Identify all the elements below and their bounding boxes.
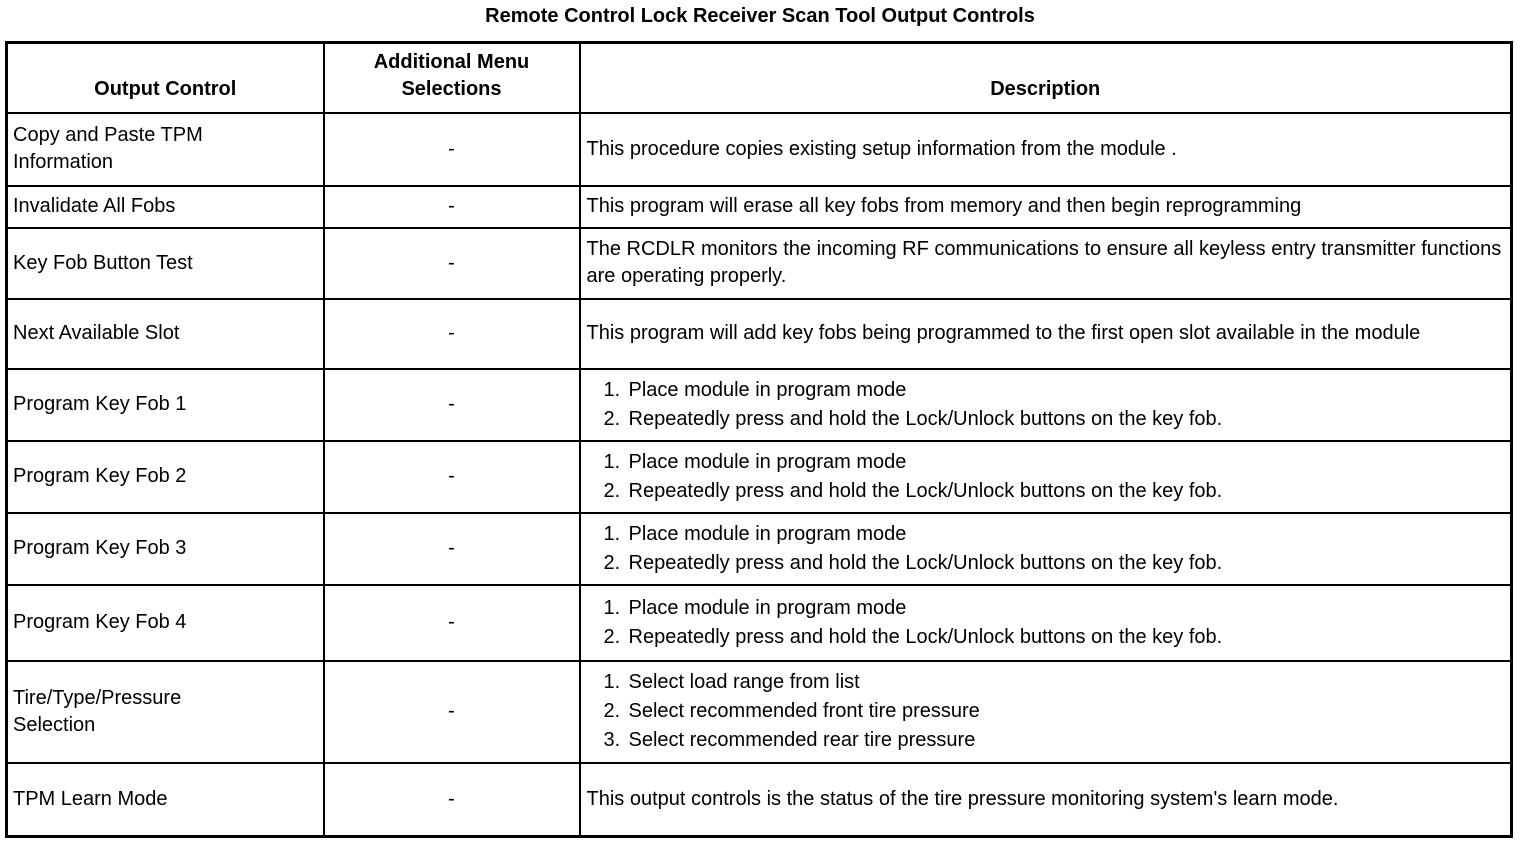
description-cell: This output controls is the status of th… [578,761,1513,838]
description-cell: This program will erase all key fobs fro… [578,184,1513,229]
column-header-description: Description [578,41,1513,114]
step-number: 1. [603,671,621,693]
additional-menu-cell: - [322,367,581,442]
step-item: 2. Repeatedly press and hold the Lock/Unl… [604,478,1503,505]
output-control-cell: Program Key Fob 2 [5,439,325,514]
description-steps: 1. Place module in program mode 2. Repeated… [587,377,1503,433]
table-row: Tire/Type/Pressure Selection-1. Select lo… [5,659,1513,764]
description-cell: 1. Place module in program mode 2. Repeated… [578,367,1513,442]
step-text: Place module in program mode [628,596,907,619]
step-number: 1. [603,596,621,619]
output-control-cell: TPM Learn Mode [5,761,325,838]
step-item: 2. Repeatedly press and hold the Lock/Unl… [604,550,1503,577]
table-row: Next Available Slot-This program will ad… [5,297,1513,370]
description-cell: 1. Select load range from list 2. Select re… [578,659,1513,764]
step-item: 3. Select recommended rear tire pressure [604,727,1503,754]
step-text: Place module in program mode [628,450,907,473]
step-text: Place module in program mode [628,378,907,401]
description-steps: 1. Place module in program mode 2. Repeated… [587,449,1503,505]
table-row: Program Key Fob 3-1. Place module in prog… [5,511,1513,586]
step-item: 1. Select load range from list [604,669,1503,696]
page-title: Remote Control Lock Receiver Scan Tool O… [485,5,1035,27]
step-number: 2. [603,479,621,502]
step-item: 1. Place module in program mode [604,595,1503,622]
step-text: Repeatedly press and hold the Lock/Unloc… [628,625,1223,648]
table-header-row: Output Control Additional Menu Selection… [5,41,1513,114]
step-item: 1. Place module in program mode [604,377,1503,404]
step-item: 2. Repeatedly press and hold the Lock/Unl… [604,406,1503,433]
table-row: Invalidate All Fobs-This program will er… [5,184,1513,229]
step-number: 1. [603,522,621,545]
output-controls-table: Output Control Additional Menu Selection… [5,41,1513,838]
description-steps: 1. Select load range from list 2. Select re… [587,669,1503,754]
column-header-output-control: Output Control [5,41,325,114]
additional-menu-cell: - [322,297,581,370]
output-control-cell: Invalidate All Fobs [5,184,325,229]
table-row: Program Key Fob 2-1. Place module in prog… [5,439,1513,514]
step-text: Place module in program mode [628,522,907,545]
output-control-cell: Next Available Slot [5,297,325,370]
additional-menu-cell: - [322,511,581,586]
step-text: Select recommended rear tire pressure [628,729,976,751]
step-text: Repeatedly press and hold the Lock/Unloc… [628,479,1223,502]
description-cell: This procedure copies existing setup inf… [578,111,1513,187]
description-steps: 1. Place module in program mode 2. Repeated… [587,595,1503,651]
additional-menu-cell: - [322,439,581,514]
description-cell: This program will add key fobs being pro… [578,297,1513,370]
additional-menu-cell: - [322,184,581,229]
step-number: 2. [603,551,621,574]
step-number: 2. [603,700,621,722]
output-control-cell: Copy and Paste TPM Information [5,111,325,187]
output-control-cell: Key Fob Button Test [5,226,325,300]
table-row: Program Key Fob 4-1. Place module in prog… [5,583,1513,662]
step-number: 3. [603,729,621,751]
column-header-additional-menu-selections: Additional Menu Selections [322,41,581,114]
step-text: Select recommended front tire pressure [628,700,980,722]
description-cell: 1. Place module in program mode 2. Repeated… [578,511,1513,586]
step-number: 2. [603,625,621,648]
step-text: Select load range from list [628,671,860,693]
output-control-cell: Program Key Fob 4 [5,583,325,662]
output-control-cell: Tire/Type/Pressure Selection [5,659,325,764]
additional-menu-cell: - [322,659,581,764]
output-control-cell: Program Key Fob 1 [5,367,325,442]
table-row: TPM Learn Mode-This output controls is t… [5,761,1513,838]
table-row: Copy and Paste TPM Information-This proc… [5,111,1513,187]
table-body: Copy and Paste TPM Information-This proc… [5,111,1513,838]
description-cell: The RCDLR monitors the incoming RF commu… [578,226,1513,300]
table-row: Key Fob Button Test-The RCDLR monitors t… [5,226,1513,300]
step-number: 1. [603,450,621,473]
step-number: 1. [603,378,621,401]
step-item: 1. Place module in program mode [604,449,1503,476]
step-text: Repeatedly press and hold the Lock/Unloc… [628,551,1223,574]
table-row: Program Key Fob 1-1. Place module in prog… [5,367,1513,442]
additional-menu-cell: - [322,761,581,838]
additional-menu-cell: - [322,111,581,187]
description-cell: 1. Place module in program mode 2. Repeated… [578,583,1513,662]
additional-menu-cell: - [322,583,581,662]
step-item: 2. Select recommended front tire pressure [604,698,1503,725]
output-control-cell: Program Key Fob 3 [5,511,325,586]
description-cell: 1. Place module in program mode 2. Repeated… [578,439,1513,514]
additional-menu-cell: - [322,226,581,300]
step-number: 2. [603,407,621,430]
step-item: 1. Place module in program mode [604,521,1503,548]
description-steps: 1. Place module in program mode 2. Repeated… [587,521,1503,577]
step-text: Repeatedly press and hold the Lock/Unloc… [628,407,1223,430]
step-item: 2. Repeatedly press and hold the Lock/Unl… [604,624,1503,651]
